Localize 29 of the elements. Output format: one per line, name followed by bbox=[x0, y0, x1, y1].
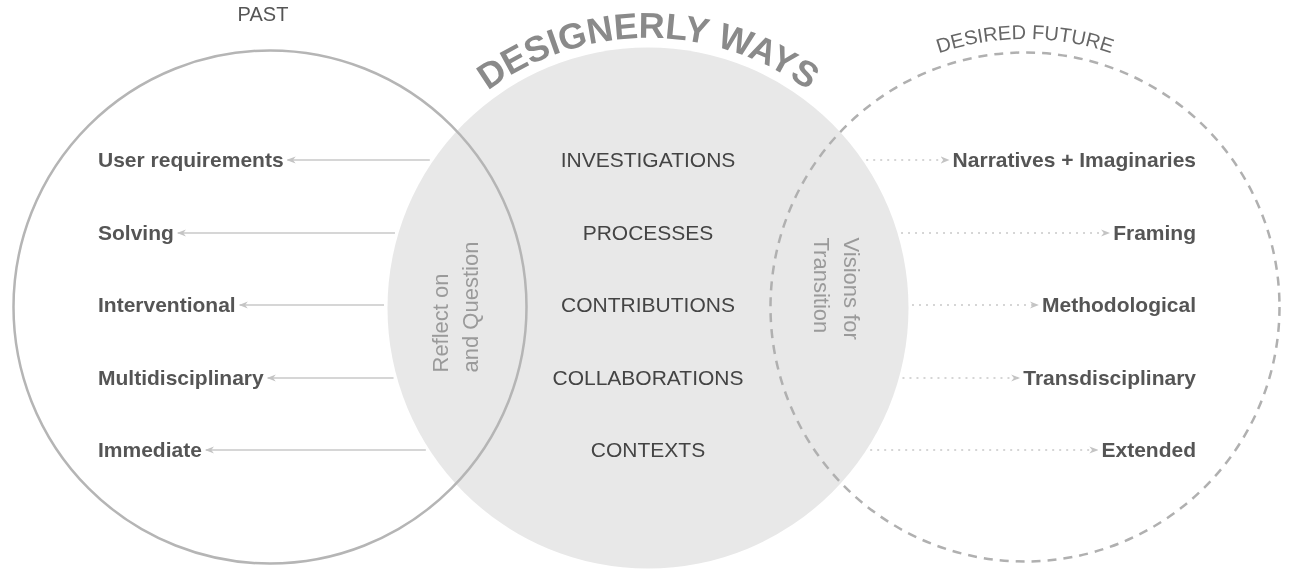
arrow bbox=[900, 229, 1111, 237]
theme-label: COLLABORATIONS bbox=[552, 365, 744, 391]
vertical-label: Visions for Transition bbox=[807, 237, 865, 342]
circle-heading: PAST bbox=[237, 2, 289, 27]
list-item: User requirements bbox=[98, 147, 284, 173]
theme-label: PROCESSES bbox=[582, 220, 714, 246]
arrow bbox=[266, 374, 395, 382]
arrow bbox=[176, 229, 396, 237]
list-item: Narratives + Imaginaries bbox=[952, 147, 1196, 173]
list-item: Framing bbox=[1113, 220, 1196, 246]
list-item: Immediate bbox=[98, 437, 202, 463]
arrow bbox=[286, 156, 431, 164]
list-item: Extended bbox=[1101, 437, 1196, 463]
list-item: Solving bbox=[98, 220, 174, 246]
circle-heading: DESIRED FUTURE bbox=[933, 20, 1117, 57]
arrow bbox=[869, 446, 1099, 454]
theme-label: CONTRIBUTIONS bbox=[561, 292, 735, 318]
arrow bbox=[911, 301, 1039, 309]
vertical-label: Reflect on and Question bbox=[426, 240, 484, 373]
arrow bbox=[901, 374, 1021, 382]
list-item: Interventional bbox=[98, 292, 236, 318]
list-item: Methodological bbox=[1042, 292, 1196, 318]
list-item: Multidisciplinary bbox=[98, 365, 264, 391]
list-item: Transdisciplinary bbox=[1023, 365, 1196, 391]
arrow bbox=[205, 446, 427, 454]
theme-label: INVESTIGATIONS bbox=[560, 147, 736, 173]
theme-label: CONTEXTS bbox=[590, 437, 706, 463]
arrow bbox=[865, 156, 950, 164]
arrow bbox=[238, 301, 385, 309]
